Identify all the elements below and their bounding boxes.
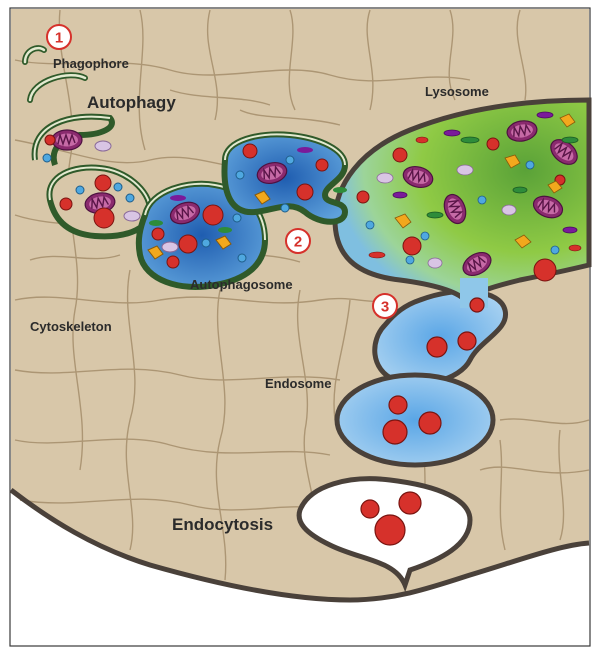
svg-text:1: 1: [55, 30, 63, 47]
step-marker-1: 1: [46, 24, 72, 50]
label-endosome: Endosome: [265, 376, 331, 391]
label-lysosome: Lysosome: [425, 84, 489, 99]
label-endocytosis: Endocytosis: [172, 515, 273, 534]
plasma-membrane: [9, 488, 590, 603]
svg-text:2: 2: [294, 234, 302, 251]
autophagosome-closed-cargo: [59, 174, 141, 229]
forming-mito: [51, 129, 83, 151]
endosome-lower: [334, 372, 496, 468]
label-cytoskeleton: Cytoskeleton: [30, 319, 112, 334]
step-marker-3: 3: [372, 293, 398, 319]
label-phagophore: Phagophore: [53, 56, 129, 71]
endocytosis-cargo: [360, 491, 422, 546]
label-autophagosome: Autophagosome: [190, 277, 293, 292]
svg-text:3: 3: [381, 299, 389, 316]
autophagosome-fusing-cargo: [235, 143, 347, 213]
lysosome-contents: [356, 111, 583, 282]
step-marker-2: 2: [285, 228, 311, 254]
label-autophagy: Autophagy: [87, 93, 176, 112]
endosome-cargo: [382, 297, 485, 445]
autophagosome-cargo: [147, 195, 247, 269]
cytoskeleton-filaments: [14, 9, 590, 581]
